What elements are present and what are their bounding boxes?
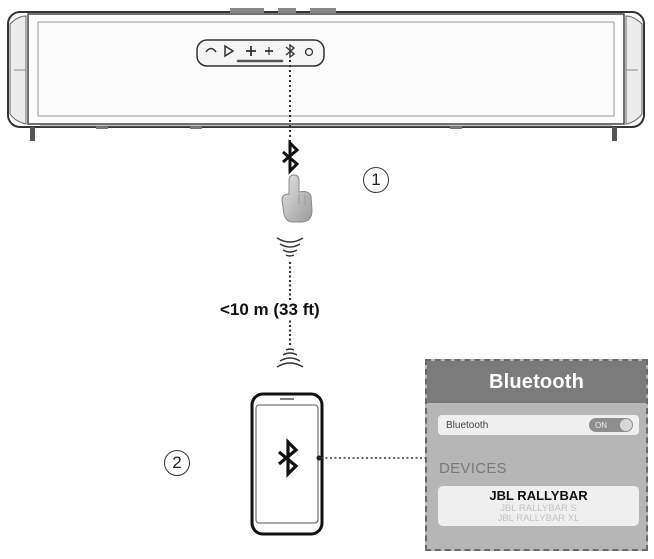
play-icon[interactable] <box>224 44 235 58</box>
screen-title: Bluetooth <box>488 370 585 393</box>
bluetooth-settings-screen: Bluetooth Bluetooth ON DEVICES JBL RALLY… <box>425 359 648 551</box>
toggle-state-text: ON <box>595 420 607 430</box>
device-item[interactable]: JBL RALLYBAR S <box>500 503 577 514</box>
pointing-hand-icon <box>281 174 313 223</box>
step-number-2: 2 <box>164 450 190 476</box>
power-icon[interactable] <box>304 47 314 57</box>
signal-waves-icon <box>276 348 304 368</box>
smartphone <box>250 392 324 536</box>
bluetooth-button-icon[interactable] <box>285 43 296 59</box>
device-list: JBL RALLYBAR JBL RALLYBAR S JBL RALLYBAR… <box>438 486 639 526</box>
volume-up-icon[interactable] <box>246 46 256 56</box>
step-number-1: 1 <box>363 167 389 193</box>
toggle-knob <box>620 419 632 431</box>
device-item[interactable]: JBL RALLYBAR <box>489 488 588 503</box>
bluetooth-toggle-label: Bluetooth <box>446 419 489 431</box>
input-icon[interactable] <box>205 47 217 53</box>
distance-label: <10 m (33 ft) <box>218 300 322 320</box>
title-bar: Bluetooth <box>427 361 646 403</box>
bluetooth-icon <box>277 438 299 478</box>
control-panel <box>196 39 325 67</box>
soundbar <box>7 8 645 141</box>
devices-heading: DEVICES <box>439 460 507 477</box>
device-item[interactable]: JBL RALLYBAR XL <box>497 512 580 524</box>
bluetooth-toggle-switch[interactable]: ON <box>589 418 633 432</box>
volume-down-icon[interactable] <box>265 47 273 55</box>
bluetooth-toggle-row[interactable]: Bluetooth ON <box>438 415 639 435</box>
bluetooth-icon <box>282 139 300 175</box>
signal-waves-icon <box>276 237 304 257</box>
